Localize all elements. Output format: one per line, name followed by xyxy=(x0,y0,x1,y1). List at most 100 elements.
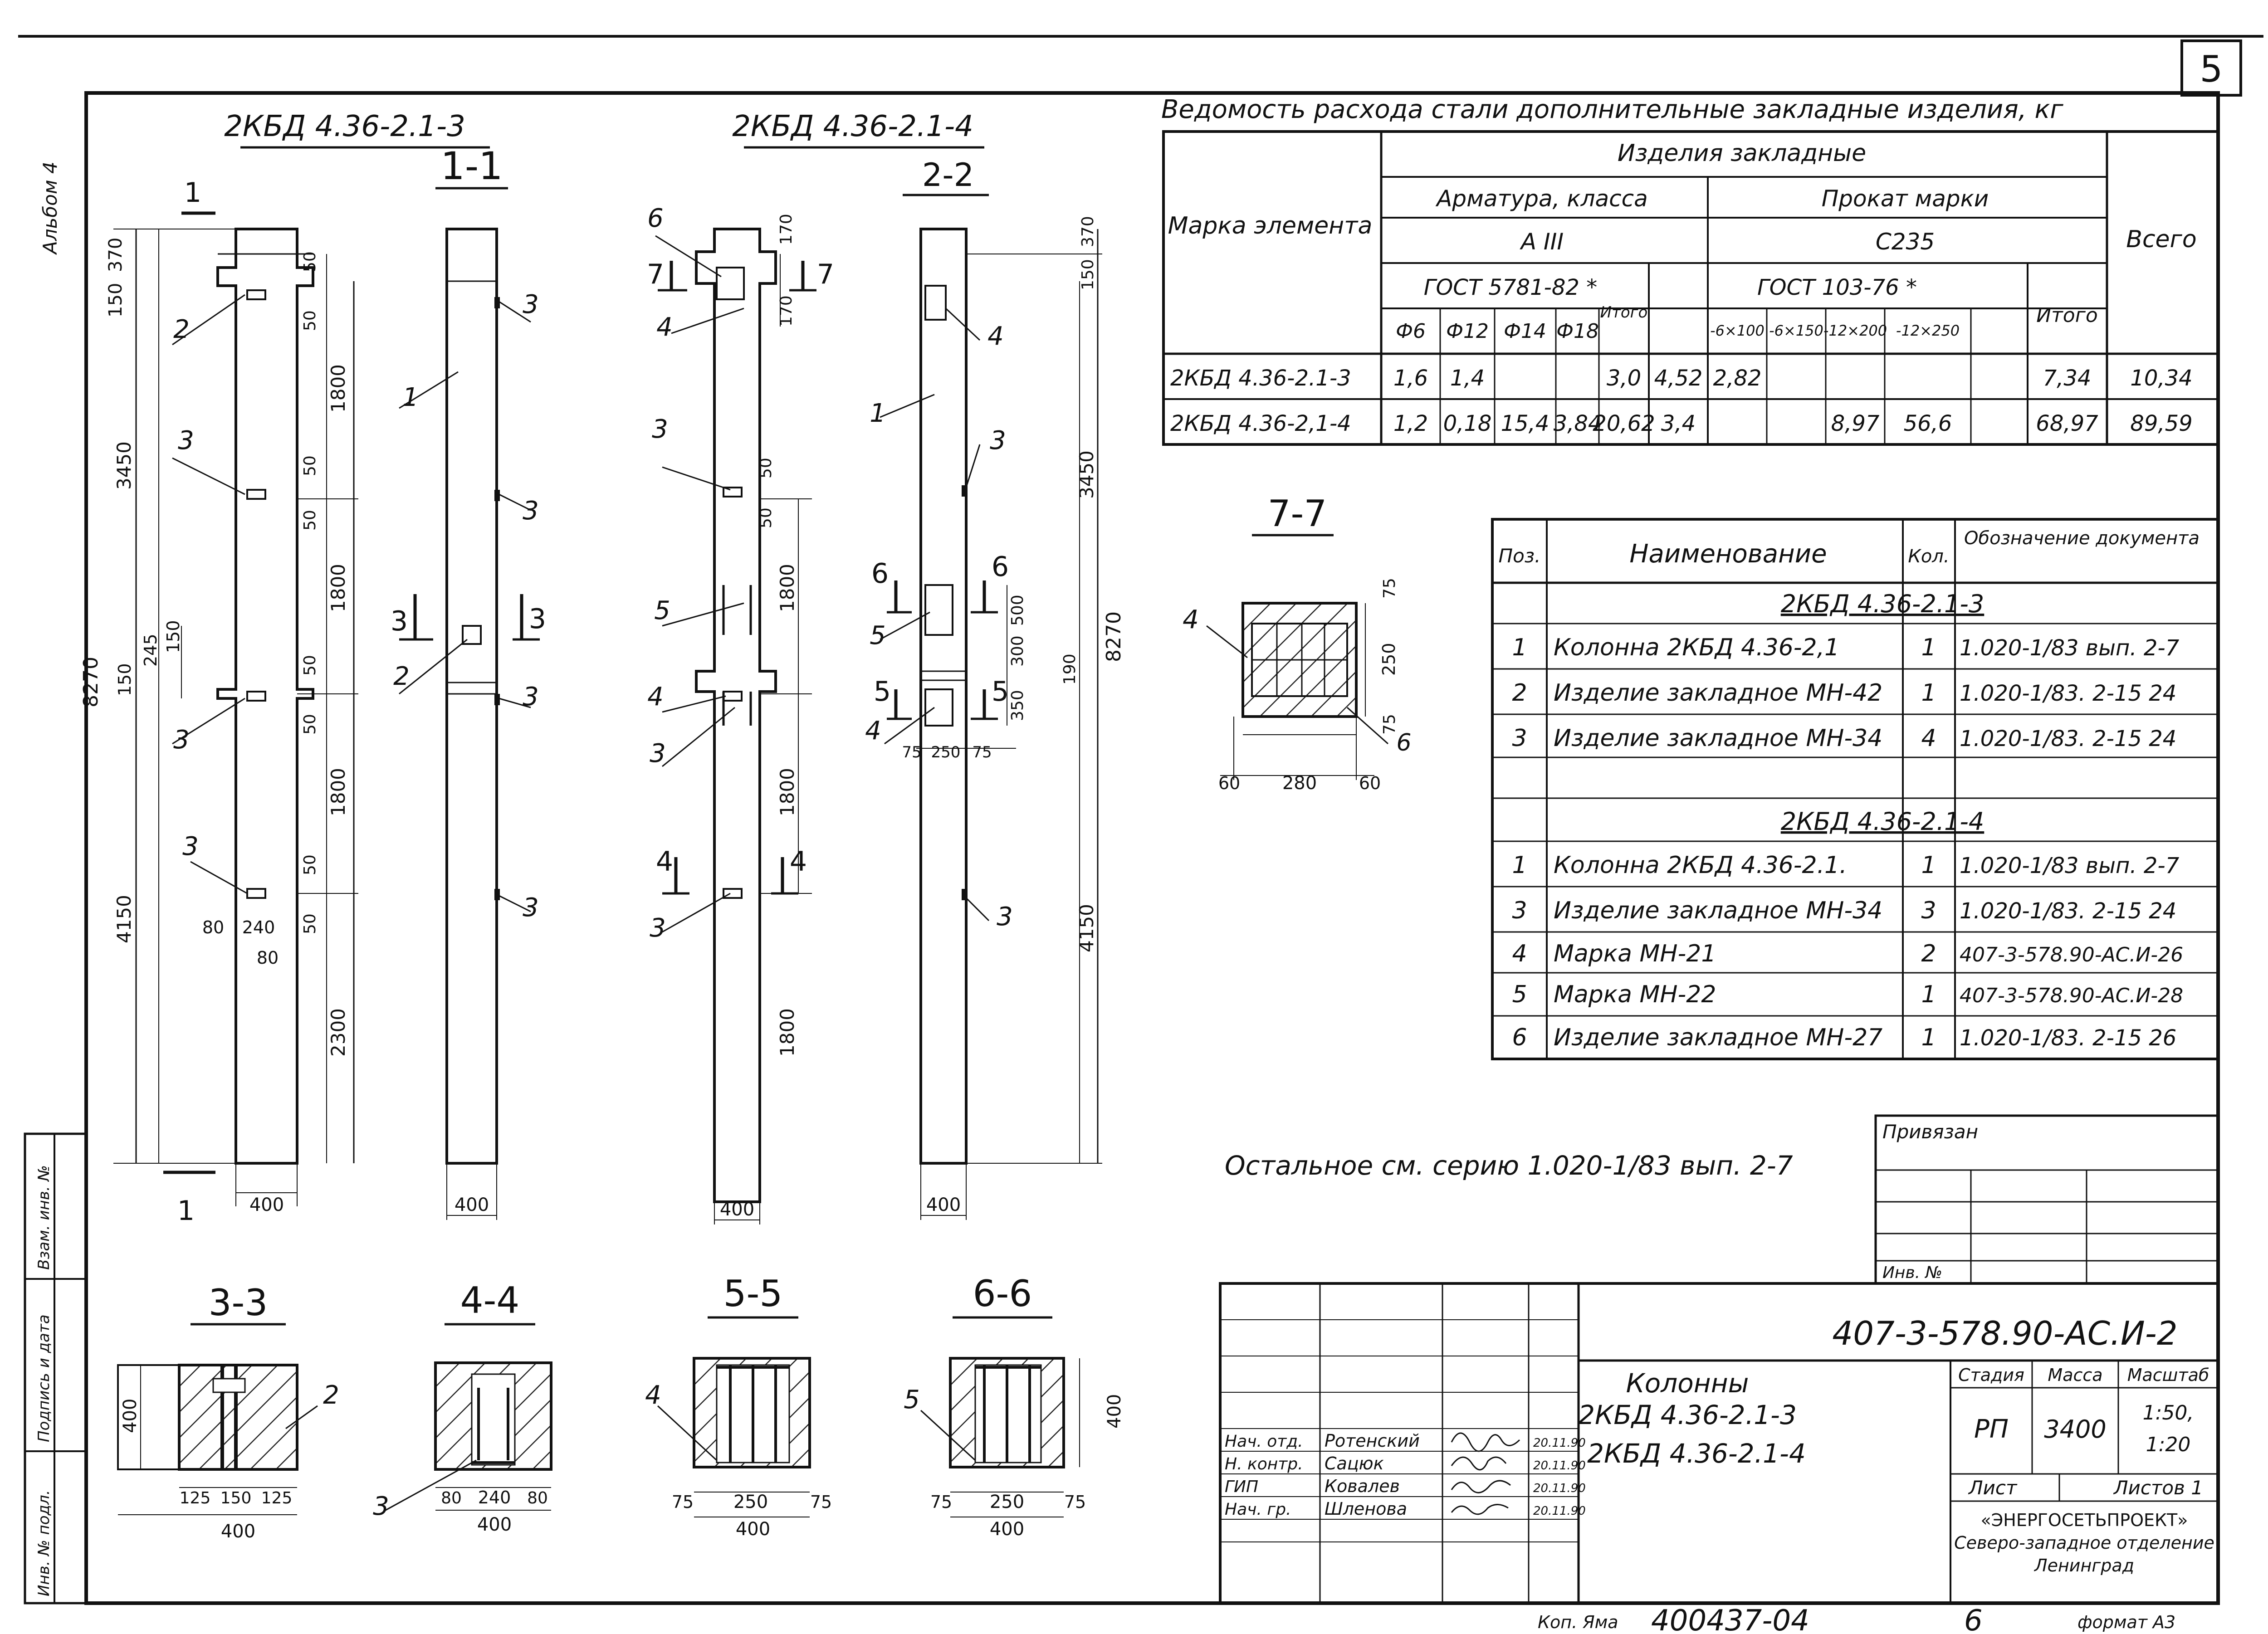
dim: 350 xyxy=(1008,690,1027,721)
row-cell: 20,62 xyxy=(1593,411,1655,436)
dim: 50 xyxy=(301,913,319,934)
callout-3: 3 xyxy=(650,913,666,943)
callout-2: 2 xyxy=(323,1380,339,1410)
callout-4: 4 xyxy=(1183,605,1199,634)
plate-mn27 xyxy=(716,267,745,300)
sheets-label: Листов 1 xyxy=(2113,1477,2203,1499)
dim: 370 xyxy=(105,238,126,272)
dim: 60 xyxy=(1359,773,1381,793)
col1-title: 2КБД 4.36-2.1-3 xyxy=(224,110,465,143)
dim: 250 xyxy=(1379,643,1399,676)
footer-page: 6 xyxy=(1964,1604,1983,1634)
dim: 400 xyxy=(736,1519,770,1540)
row-cell: 3,4 xyxy=(1661,411,1696,436)
plate-side xyxy=(494,297,500,308)
dim: 75 xyxy=(972,743,992,761)
section-5-5-view: 5-5 xyxy=(657,1273,811,1517)
row-cell: 56,6 xyxy=(1904,411,1952,436)
callout-3: 3 xyxy=(178,426,194,455)
row-cell: 1,6 xyxy=(1393,366,1428,391)
callout-3: 3 xyxy=(652,415,668,444)
dim: 150 xyxy=(115,663,135,696)
cut-mark: 1 xyxy=(177,1195,195,1227)
spec-qty: 3 xyxy=(1921,897,1936,924)
hdr-total: Всего xyxy=(2126,226,2196,253)
plate-mn34 xyxy=(723,888,743,899)
callout-3: 3 xyxy=(523,893,539,922)
dim: 80 xyxy=(202,917,224,937)
doc-name-1: Колонны xyxy=(1626,1368,1749,1399)
spec-hdr-doc: Обозначение документа xyxy=(1964,528,2200,549)
staff-name: Сацюк xyxy=(1325,1454,1384,1473)
plate-mn42 xyxy=(462,625,482,645)
sec-3-3-title: 3-3 xyxy=(209,1282,268,1324)
callout-4: 4 xyxy=(656,312,673,342)
dim: 400 xyxy=(990,1519,1024,1540)
cut-mark: 7 xyxy=(817,259,834,290)
dim: 75 xyxy=(1380,714,1399,735)
plate-mn34 xyxy=(246,691,266,702)
dim: 125 xyxy=(180,1489,211,1507)
album-label: Альбом 4 xyxy=(39,161,61,255)
row-cell: 68,97 xyxy=(2036,411,2098,436)
dim: 4150 xyxy=(1075,904,1098,952)
dim: 1800 xyxy=(776,564,798,612)
callout-1: 1 xyxy=(870,399,886,428)
doc-name-2: 2КБД 4.36-2.1-3 xyxy=(1578,1400,1797,1430)
callout-4: 4 xyxy=(865,716,881,746)
row-cell: 7,34 xyxy=(2043,366,2092,391)
steel-table-title: Ведомость расхода стали дополнительные з… xyxy=(1161,95,2063,124)
dim: 150 xyxy=(105,283,126,317)
callout-3: 3 xyxy=(523,290,539,319)
dim: 125 xyxy=(261,1489,293,1507)
row-cell: 8,97 xyxy=(1831,411,1880,436)
rebar-col: Ф18 xyxy=(1556,320,1599,343)
dim: 370 xyxy=(1079,216,1097,247)
spec-qty: 2 xyxy=(1921,940,1936,967)
rolled-col: -12×250 xyxy=(1896,322,1960,339)
section-4-4-view: 4-4 xyxy=(385,1279,552,1511)
hdr-mark: Марка элемента xyxy=(1168,212,1373,239)
cut-mark: 1 xyxy=(184,177,201,209)
scale-value-1: 1:50, xyxy=(2143,1401,2194,1424)
plate-mn34 xyxy=(246,888,266,899)
spec-group-2: 2КБД 4.36-2.1-4 xyxy=(1781,807,1984,836)
plate-side xyxy=(494,889,500,900)
dim: 80 xyxy=(441,1489,462,1507)
dim: 80 xyxy=(527,1489,548,1507)
plate-mn27 xyxy=(924,285,947,321)
spec-qty: 1 xyxy=(1921,679,1936,707)
dim: 400 xyxy=(926,1195,961,1215)
spec-name: Колонна 2КБД 4.36-2.1. xyxy=(1554,852,1847,879)
callout-3: 3 xyxy=(523,496,539,526)
row-cell: 3,84 xyxy=(1554,411,1602,436)
spec-pos: 3 xyxy=(1512,897,1527,924)
cut-mark: 3 xyxy=(391,605,408,637)
rebar-col: Ф6 xyxy=(1396,320,1426,343)
dim: 280 xyxy=(1282,773,1317,794)
spec-group-1: 2КБД 4.36-2.1-3 xyxy=(1781,590,1984,618)
row-cell: 89,59 xyxy=(2130,411,2192,436)
footer-copy: Коп. Яма xyxy=(1538,1612,1618,1632)
callout-3: 3 xyxy=(650,739,666,768)
cut-mark: 6 xyxy=(871,558,889,590)
dim: 1800 xyxy=(327,564,349,612)
rebar-col: Ф14 xyxy=(1504,320,1546,343)
plate-mn22 xyxy=(924,584,953,636)
callout-4: 4 xyxy=(647,682,664,712)
staff-role: Н. контр. xyxy=(1225,1455,1303,1473)
spec-name: Изделие закладное МН-27 xyxy=(1554,1024,1882,1051)
staff-name: Шленова xyxy=(1325,1499,1407,1519)
column-1-elevation: 2КБД 4.36-2.1-3 xyxy=(113,110,490,1206)
spec-name: Изделие закладное МН-34 xyxy=(1554,897,1882,924)
dim: 240 xyxy=(478,1488,511,1507)
callout-6: 6 xyxy=(647,204,664,233)
staff-date: 20.11.90 xyxy=(1533,1482,1586,1495)
staff-date: 20.11.90 xyxy=(1533,1504,1586,1518)
dim: 1800 xyxy=(776,768,798,816)
callout-4: 4 xyxy=(645,1380,661,1410)
left-strip-2: Подпись и дата xyxy=(35,1314,53,1442)
dim: 150 xyxy=(220,1489,252,1507)
hdr-rolled-gost: ГОСТ 103-76 * xyxy=(1757,275,1917,300)
sec-5-5-title: 5-5 xyxy=(723,1273,783,1315)
